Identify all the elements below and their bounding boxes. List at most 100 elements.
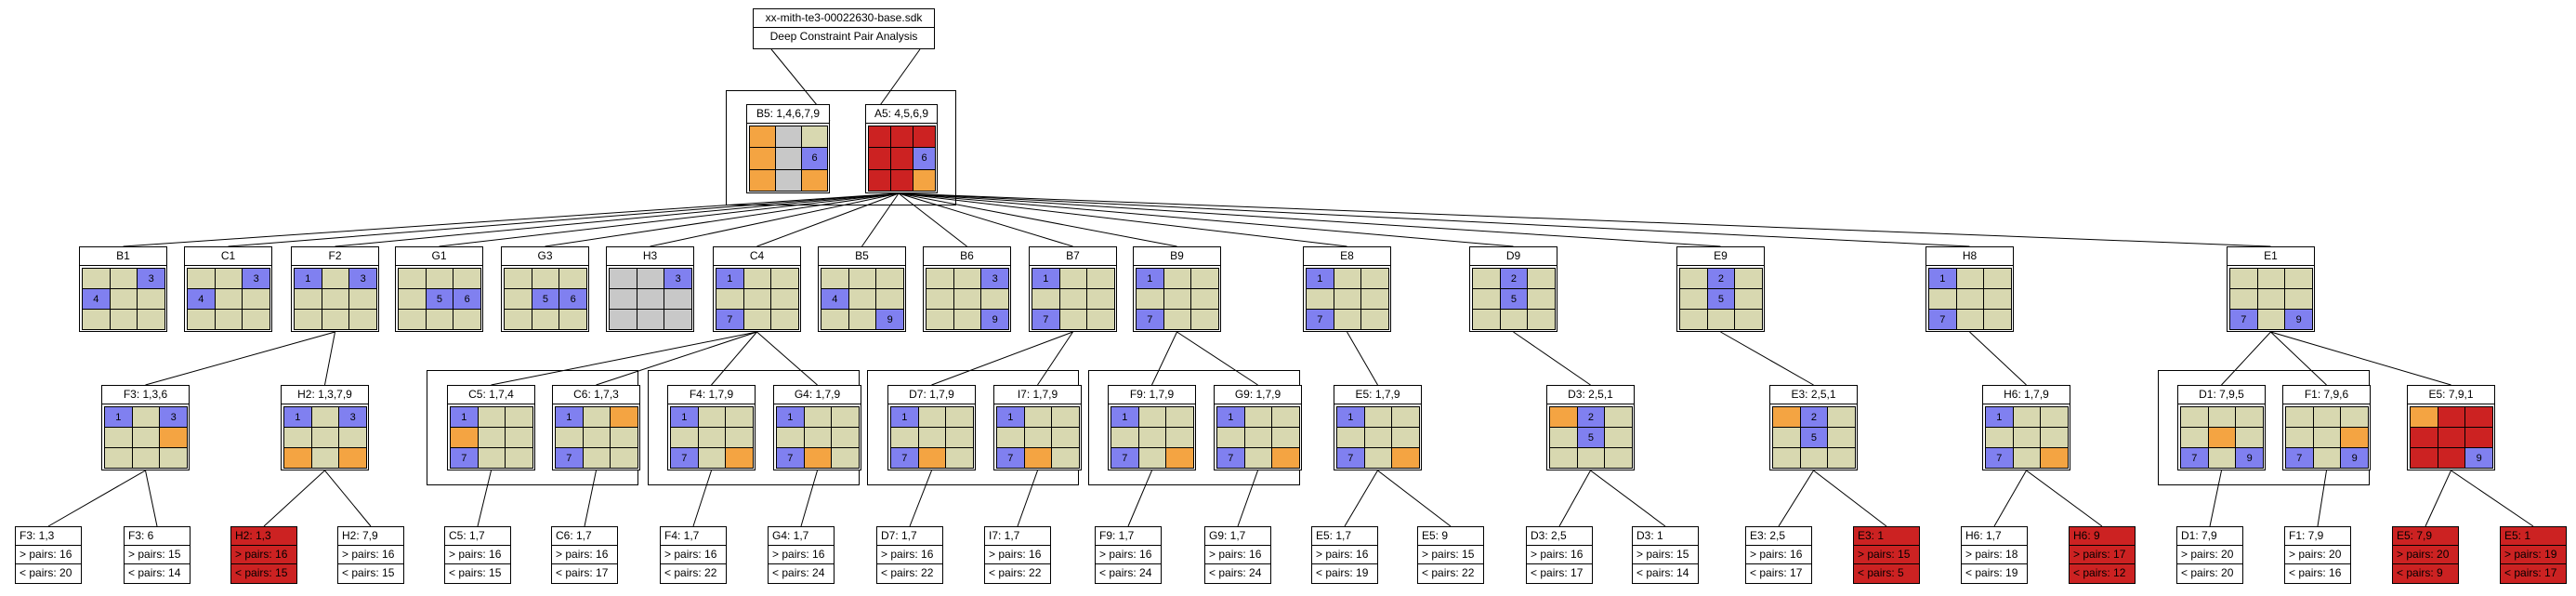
grid-cell	[188, 269, 216, 289]
grid-cell: 5	[1500, 289, 1529, 310]
grid-cell: 7	[2230, 310, 2258, 330]
node-title: G4: 1,7,9	[774, 386, 861, 404]
node-title: D1: 7,9,5	[2178, 386, 2265, 404]
grid-cell	[2438, 428, 2466, 448]
grid-cell	[2230, 269, 2258, 289]
edge	[2209, 470, 2222, 527]
grid-cell	[2236, 428, 2264, 448]
grid-cell	[110, 269, 138, 289]
grid-cell	[453, 269, 481, 289]
leaf-title: E5: 1,7	[1312, 527, 1377, 546]
grid-cell	[1528, 289, 1556, 310]
grid-cell: 1	[1137, 269, 1164, 289]
node-title: E5: 1,7,9	[1334, 386, 1421, 404]
grid-cell	[399, 269, 427, 289]
grid-cell	[1087, 269, 1115, 289]
grid-cell: 7	[1307, 310, 1334, 330]
grid-cell	[2438, 448, 2466, 469]
grid-cell	[1334, 289, 1362, 310]
grid-cell	[1191, 310, 1219, 330]
grid-cell	[1138, 448, 1167, 469]
grid-cell	[726, 428, 754, 448]
grid-cell	[243, 289, 270, 310]
grid-cell: 2	[1800, 407, 1829, 428]
leaf-node: D1: 7,9> pairs: 20< pairs: 20	[2176, 526, 2243, 584]
leaf-title: H6: 1,7	[1962, 527, 2027, 546]
edge	[898, 192, 1514, 247]
node-title: E1	[2228, 247, 2314, 266]
grid-cell	[1986, 428, 2014, 448]
grid-cell: 1	[716, 269, 744, 289]
grid-cell	[339, 448, 367, 469]
leaf-pairs-lt: < pairs: 17	[1531, 566, 1584, 579]
grid-cell	[1052, 428, 1080, 448]
leaf-pairs-lt: < pairs: 22	[881, 566, 934, 579]
grid-cell	[132, 428, 161, 448]
edge	[800, 470, 818, 527]
edge	[898, 192, 1347, 247]
leaf-pairs-lt: < pairs: 22	[1422, 566, 1475, 579]
grid-cell	[716, 289, 744, 310]
edge	[1347, 331, 1378, 386]
leaf-title: H2: 1,3	[231, 527, 296, 546]
grid-cell	[804, 407, 833, 428]
grid-cell	[243, 310, 270, 330]
grid-cell	[215, 310, 243, 330]
leaf-title: F3: 6	[125, 527, 190, 546]
grid-cell: 7	[1986, 448, 2014, 469]
grid-cell: 3	[339, 407, 367, 428]
grid-cell	[1550, 407, 1578, 428]
grid-cell	[1024, 428, 1053, 448]
grid-cell	[1680, 289, 1708, 310]
leaf-node: F4: 1,7> pairs: 16< pairs: 22	[660, 526, 727, 584]
grid-cell: 3	[138, 269, 165, 289]
grid-cell	[848, 269, 877, 289]
grid-cell	[1361, 310, 1389, 330]
grid-cell: 9	[876, 310, 904, 330]
grid-cell	[505, 289, 532, 310]
grid-cell	[2285, 269, 2313, 289]
leaf-pairs-lt: < pairs: 17	[556, 566, 609, 579]
leaf-node: F9: 1,7> pairs: 16< pairs: 24	[1095, 526, 1162, 584]
grid-cell	[110, 310, 138, 330]
node-title: C4	[714, 247, 800, 266]
grid-cell	[1166, 428, 1194, 448]
grid-cell: 6	[559, 289, 587, 310]
node-title: F4: 1,7,9	[668, 386, 755, 404]
grid-cell: 7	[997, 448, 1025, 469]
grid-cell	[2230, 289, 2258, 310]
grid-cell	[1605, 448, 1633, 469]
grid-cell	[804, 428, 833, 448]
grid-cell	[1163, 269, 1192, 289]
grid-cell	[1032, 289, 1060, 310]
grid-cell	[664, 310, 692, 330]
grid-cell	[2041, 407, 2069, 428]
grid-cell: 7	[716, 310, 744, 330]
edge	[1127, 470, 1152, 527]
grid-cell	[505, 310, 532, 330]
leaf-pairs-gt: > pairs: 15	[1633, 546, 1698, 564]
grid-cell	[671, 428, 699, 448]
grid-cell	[776, 126, 802, 149]
edge	[1176, 331, 1258, 386]
leaf-pairs-gt: > pairs: 17	[2070, 546, 2135, 564]
grid-cell	[953, 289, 982, 310]
grid-cell: 7	[2286, 448, 2314, 469]
edge	[2317, 470, 2327, 527]
grid-cell	[891, 428, 919, 448]
grid-cell: 3	[981, 269, 1009, 289]
edge	[123, 192, 900, 247]
leaf-pairs-gt: > pairs: 15	[1418, 546, 1483, 564]
grid-cell	[2181, 428, 2209, 448]
node-title: C6: 1,7,3	[553, 386, 639, 404]
leaf-pairs-gt: > pairs: 16	[877, 546, 942, 564]
grid-cell	[1138, 428, 1167, 448]
